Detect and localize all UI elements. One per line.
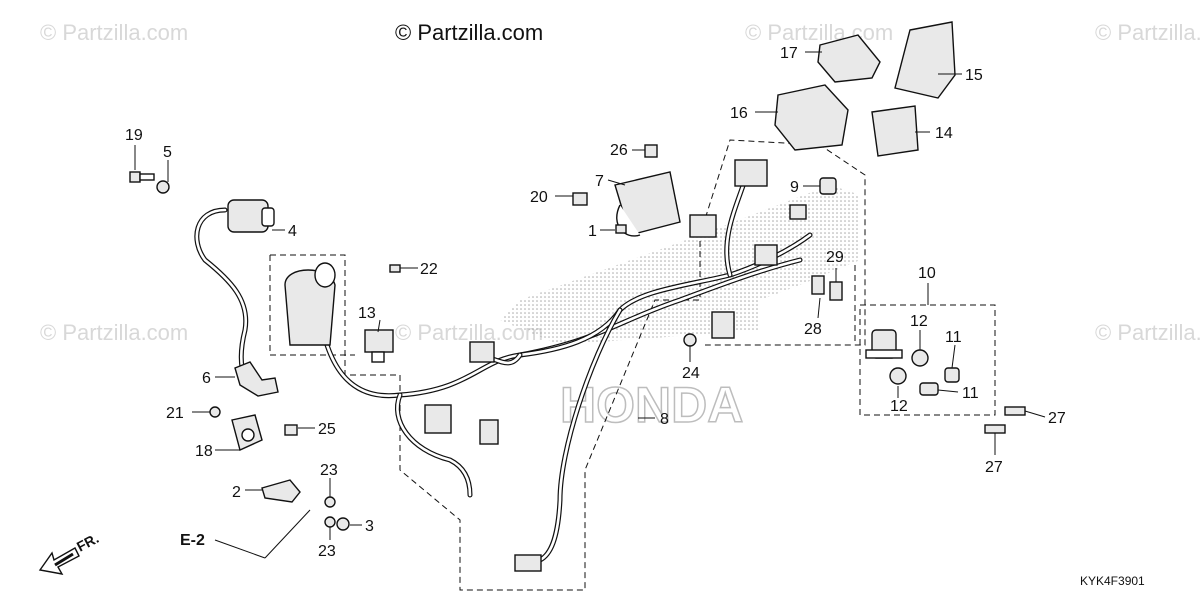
clamp-2 — [261, 479, 301, 503]
reference-e2: E-2 — [180, 532, 205, 549]
front-direction-label: FR. — [74, 530, 101, 555]
bolt-21 — [209, 406, 221, 418]
bushing-12-bottom — [889, 367, 907, 385]
callout-27-bottom: 27 — [985, 459, 1003, 476]
group-outline-harness — [270, 139, 866, 591]
callout-16: 16 — [730, 105, 748, 122]
front-direction-arrow — [38, 547, 80, 575]
watermark-top-right: © Partzilla.com — [1095, 20, 1200, 45]
honda-brand-mark: HONDA — [560, 377, 743, 433]
callout-13: 13 — [358, 305, 376, 322]
callout-4: 4 — [288, 223, 297, 240]
relay-17 — [817, 34, 881, 83]
connector-block-g — [514, 554, 542, 572]
fuse-29 — [829, 281, 843, 301]
bolt-27-upper — [1004, 406, 1026, 416]
relay-cover-15 — [894, 21, 956, 99]
connector-block-i — [789, 204, 807, 220]
group-outline-13 — [269, 255, 355, 356]
bolt-26 — [644, 144, 658, 158]
callout-2: 2 — [232, 484, 241, 501]
callout-17: 17 — [780, 45, 798, 62]
watermark-mid-right: © Partzilla.com — [1095, 320, 1200, 345]
connector-block-e — [469, 341, 495, 363]
callout-23-top: 23 — [320, 462, 338, 479]
wire-harness — [317, 177, 813, 563]
ignition-coil — [227, 199, 275, 233]
callout-25: 25 — [318, 421, 336, 438]
watermark-top-center-right: © Partzilla.com — [745, 20, 893, 45]
callout-11-bottom: 11 — [962, 385, 979, 402]
bolt-19 — [129, 171, 155, 183]
sensor-18 — [231, 414, 263, 451]
callout-11-top: 11 — [945, 329, 962, 346]
connector-block-c — [754, 244, 778, 266]
callout-12-bottom: 12 — [890, 398, 908, 415]
callout-21: 21 — [166, 405, 184, 422]
callout-26: 26 — [610, 142, 628, 159]
connector-block-h — [479, 419, 499, 445]
callout-29: 29 — [826, 249, 844, 266]
connector-block-b — [689, 214, 717, 238]
callout-7: 7 — [595, 173, 604, 190]
callout-19: 19 — [125, 127, 143, 144]
connector-block-d — [711, 311, 735, 339]
watermark-main: © Partzilla.com — [395, 20, 543, 45]
callout-28: 28 — [804, 321, 822, 338]
watermark-top-left: © Partzilla.com — [40, 20, 188, 45]
background-dot-pattern — [500, 185, 860, 345]
spark-plug-cap — [234, 361, 279, 397]
collar-11-top — [944, 367, 960, 383]
connector-block-a — [734, 159, 768, 187]
callout-20: 20 — [530, 189, 548, 206]
callout-27-right: 27 — [1048, 410, 1066, 427]
grommet-9 — [819, 177, 837, 195]
callout-3: 3 — [365, 518, 374, 535]
callout-12-top: 12 — [910, 313, 928, 330]
callout-1: 1 — [588, 223, 597, 240]
callout-6: 6 — [202, 370, 211, 387]
callout-15: 15 — [965, 67, 983, 84]
callout-5: 5 — [163, 144, 172, 161]
leader-lines — [134, 51, 1046, 559]
relay-14 — [871, 105, 919, 157]
callout-24: 24 — [682, 365, 700, 382]
nut-24 — [683, 333, 697, 347]
grommet-23-top — [324, 496, 336, 508]
callout-9: 9 — [790, 179, 799, 196]
callout-10: 10 — [918, 265, 936, 282]
group-outline-relay — [859, 304, 996, 416]
clip-1 — [615, 224, 627, 234]
connector-13 — [364, 329, 394, 363]
bolt-27-lower — [984, 424, 1006, 434]
callout-8: 8 — [660, 411, 669, 428]
clip-20 — [572, 192, 588, 206]
control-unit-16 — [774, 84, 849, 151]
fuse-28 — [811, 275, 825, 295]
collar-11-bottom — [919, 382, 939, 396]
callout-22: 22 — [420, 261, 438, 278]
watermark-mid-left: © Partzilla.com — [40, 320, 188, 345]
callout-23-bottom: 23 — [318, 543, 336, 560]
nut-5 — [156, 180, 170, 194]
bolt-25 — [284, 424, 298, 436]
diagram-code: KYK4F3901 — [1080, 574, 1145, 588]
callout-14: 14 — [935, 125, 953, 142]
relay-assembly-10 — [865, 329, 903, 359]
grommet-23-bottom — [324, 516, 336, 528]
screw-22 — [389, 264, 401, 273]
connector-block-f — [424, 404, 452, 434]
callout-18: 18 — [195, 443, 213, 460]
canister-boot — [284, 262, 336, 346]
clip-3 — [336, 517, 350, 531]
bushing-12-top — [911, 349, 929, 367]
